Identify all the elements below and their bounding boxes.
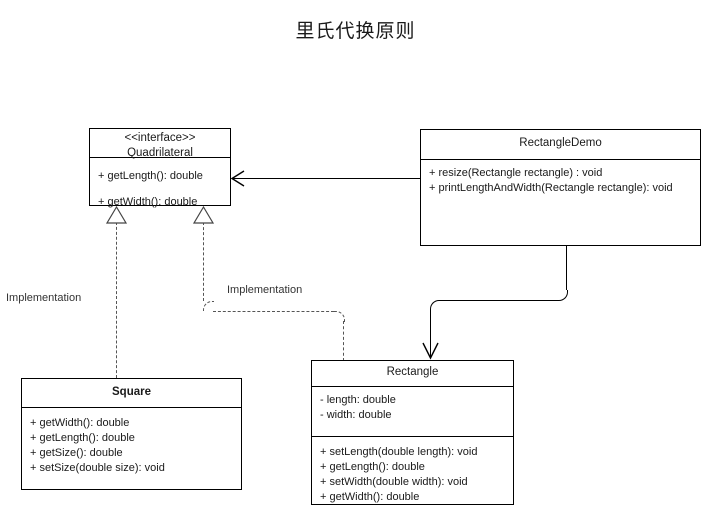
class-header-rectangle-demo: RectangleDemo [421,130,700,159]
member-line: + getWidth(): double [320,491,420,503]
class-methods-rectangle: + setLength(double length): void + getLe… [312,436,513,506]
edge-rectangle-quadrilateral-corner-1 [203,301,214,312]
class-header-quadrilateral: <<interface>> Quadrilateral [90,129,230,159]
edge-square-quadrilateral-arrowhead [105,205,128,224]
class-name-rectangle-demo: RectangleDemo [519,137,602,149]
edge-demo-rectangle-seg-left [440,300,558,301]
member-line: + getSize(): double [30,447,123,459]
edge-rectangle-quadrilateral-seg-down-1 [203,222,204,301]
class-stereotype-quadrilateral: <<interface>> [124,132,196,144]
edge-demo-quadrilateral-arrowhead [230,170,245,187]
member-line: + getLength(): double [320,461,425,473]
member-line: + getLength(): double [30,432,135,444]
edge-square-quadrilateral-line [116,222,117,378]
class-methods-quadrilateral: + getLength(): double + getWidth(): doub… [90,157,230,208]
edge-rectangle-quadrilateral-seg-right [213,311,334,312]
member-line: + getLength(): double [98,170,203,182]
edge-rectangle-quadrilateral-label: Implementation [227,284,303,296]
edge-square-quadrilateral-label: Implementation [6,292,82,304]
edge-demo-rectangle-corner-1 [557,290,568,301]
class-header-square: Square [22,379,241,407]
edge-rectangle-quadrilateral-seg-down-2 [343,321,344,361]
class-box-rectangle[interactable]: Rectangle - length: double - width: doub… [311,360,514,505]
class-box-square[interactable]: Square + getWidth(): double + getLength(… [21,378,242,490]
class-name-rectangle: Rectangle [386,366,439,378]
class-methods-rectangle-demo: + resize(Rectangle rectangle) : void + p… [421,159,700,246]
member-line: + printLengthAndWidth(Rectangle rectangl… [429,182,673,194]
edge-demo-rectangle-seg-down-1 [566,246,567,290]
class-header-rectangle: Rectangle [312,361,513,386]
edge-demo-rectangle-arrowhead [422,342,439,360]
class-attributes-rectangle: - length: double - width: double [312,386,513,436]
member-line: + setLength(double length): void [320,446,478,458]
member-line: + resize(Rectangle rectangle) : void [429,167,603,179]
member-line: - width: double [320,409,392,421]
class-box-quadrilateral[interactable]: <<interface>> Quadrilateral + getLength(… [89,128,231,208]
edge-rectangle-quadrilateral-corner-2 [334,311,345,322]
edge-demo-rectangle-corner-2 [430,300,441,311]
class-name-quadrilateral: Quadrilateral [127,147,193,159]
member-line: + setSize(double size): void [30,462,165,474]
edge-rectangle-quadrilateral-arrowhead [192,205,215,224]
member-line: - length: double [320,394,396,406]
diagram-title: 里氏代换原则 [295,21,416,42]
class-box-rectangle-demo[interactable]: RectangleDemo + resize(Rectangle rectang… [420,129,701,246]
class-methods-square: + getWidth(): double + getLength(): doub… [22,407,241,490]
class-name-square: Square [112,386,151,398]
edge-demo-quadrilateral-line [233,178,421,179]
member-line: + getWidth(): double [30,417,130,429]
member-line: + getWidth(): double [98,196,198,208]
edge-demo-rectangle-seg-down-2 [430,310,431,358]
member-line: + setWidth(double width): void [320,476,468,488]
